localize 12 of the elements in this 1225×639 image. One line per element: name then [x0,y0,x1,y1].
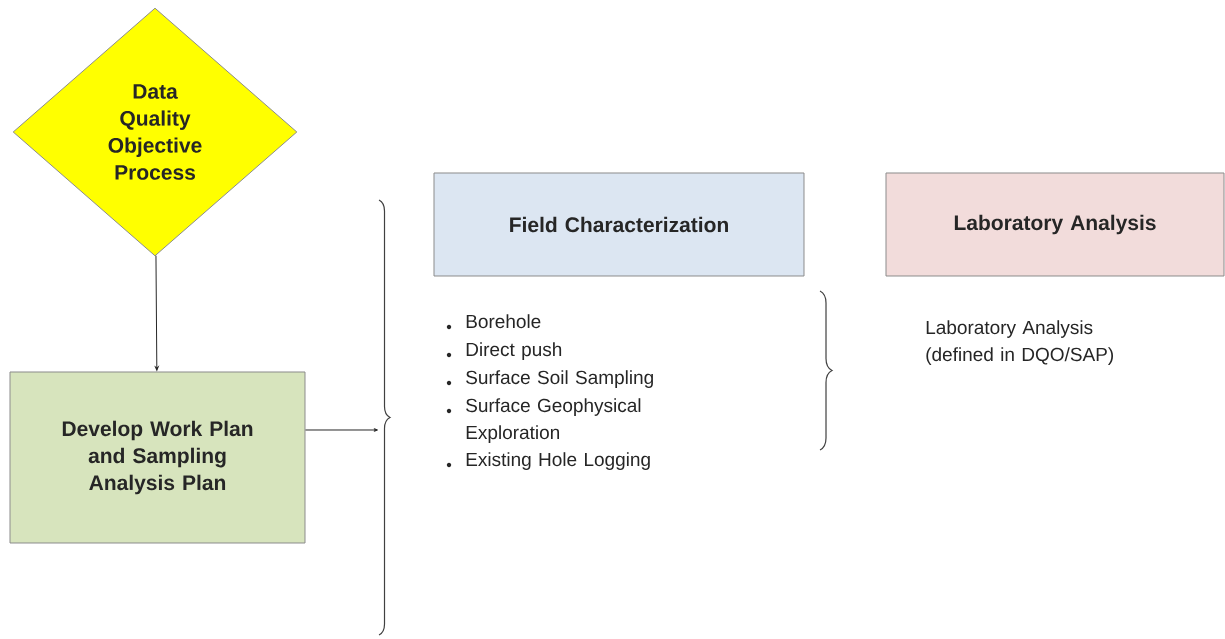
list-item: Surface Geophysical Exploration [466,398,641,443]
brace [378,199,391,636]
process-box: Field Characterization [433,172,805,277]
arrow [154,255,159,371]
note-text: Laboratory Analysis (defined in DQO/SAP) [926,320,1113,365]
list-item: Existing Hole Logging [466,452,650,470]
list-item: Surface Soil Sampling [466,370,653,388]
arrow [305,428,378,432]
list-item: Direct push [466,342,562,360]
list-item: Borehole [466,314,541,329]
process-box: Develop Work Plan and Sampling Analysis Plan [9,371,306,544]
process-box: Laboratory Analysis [885,172,1225,277]
